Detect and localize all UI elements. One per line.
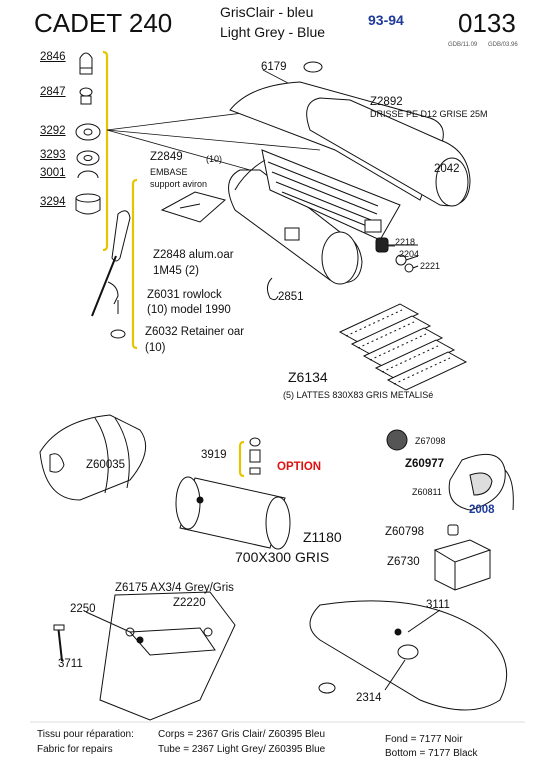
bracket-z6730 (433, 524, 492, 591)
years: 93-94 (368, 12, 404, 28)
part-2221: 2221 (420, 261, 441, 271)
part-2847: 2847 (40, 86, 66, 98)
transom-z6175 (53, 591, 236, 721)
oar-z2848 (91, 210, 131, 317)
part-z2849-en: support aviron (150, 179, 208, 189)
note-right: GDB/03.96 (488, 42, 518, 48)
part-2204: 2204 (399, 249, 420, 259)
valve-lower (318, 682, 336, 694)
part-2042: 2042 (434, 163, 460, 175)
rowlock-z6031 (107, 281, 119, 314)
part-z6031: Z6031 rowlock (147, 289, 222, 301)
part-z2849-fr: EMBASE (150, 167, 188, 177)
grouping-brackets (102, 50, 245, 478)
cylinder-z1180 (175, 476, 291, 550)
part-z2848-desc: 1M45 (2) (153, 265, 200, 277)
embase-z2849 (160, 191, 227, 223)
hull (228, 81, 471, 285)
part-z6032-qty: (10) (145, 342, 166, 354)
slats-z6134 (338, 303, 468, 391)
part-z1180-desc: 700X300 GRIS (235, 549, 330, 565)
part-3111: 3111 (426, 599, 450, 611)
part-z67098: Z67098 (415, 436, 446, 446)
part-z60977: Z60977 (405, 458, 445, 470)
valve-6179 (303, 61, 323, 73)
part-3292: 3292 (40, 125, 66, 137)
valve-3919 (249, 437, 261, 475)
repair-label-en: Fabric for repairs (37, 744, 113, 755)
repair-label-fr: Tissu pour réparation: (37, 729, 134, 740)
accessory-z60977 (386, 429, 514, 511)
repair-bottom: Bottom = 7177 Black (385, 748, 478, 759)
part-2314: 2314 (356, 692, 382, 704)
colour-fr: GrisClair - bleu (220, 4, 314, 20)
part-3711: 3711 (58, 658, 83, 670)
tube-3111 (309, 600, 508, 711)
part-3293: 3293 (40, 149, 66, 161)
model-title: CADET 240 (34, 8, 173, 38)
repair-fond: Fond = 7177 Noir (385, 734, 463, 745)
part-z60035: Z60035 (86, 459, 126, 471)
part-z2848: Z2848 alum.oar (153, 249, 234, 261)
part-z6730: Z6730 (387, 556, 420, 568)
reference-number: 0133 (458, 8, 516, 38)
colour-en: Light Grey - Blue (220, 24, 326, 40)
part-3294: 3294 (40, 196, 66, 208)
part-z6134-desc: (5) LATTES 830X83 GRIS METALISé (283, 390, 434, 400)
valve-parts (375, 237, 419, 273)
option-label: OPTION (277, 461, 322, 473)
part-z60811: Z60811 (412, 487, 442, 497)
part-z2892: Z2892 (370, 96, 403, 108)
part-z6134: Z6134 (288, 369, 328, 385)
bag-z60035 (39, 414, 147, 501)
part-z60798: Z60798 (385, 526, 425, 538)
part-2218: 2218 (395, 237, 416, 247)
clip-2851 (266, 277, 279, 301)
part-3001: 3001 (40, 167, 66, 179)
year-2008: 2008 (469, 504, 495, 516)
part-3919: 3919 (201, 449, 227, 461)
part-z2849-qty: (10) (206, 154, 223, 164)
hardware-stack (75, 52, 101, 215)
part-6179: 6179 (261, 61, 287, 73)
part-z1180: Z1180 (303, 529, 342, 545)
part-z6032: Z6032 Retainer oar (145, 326, 245, 338)
part-z6175: Z6175 AX3/4 Grey/Gris (115, 582, 234, 594)
note-left: GDB/11.09 (448, 42, 478, 48)
part-2851: 2851 (278, 291, 304, 303)
retainer-z6032 (110, 329, 126, 339)
part-z2849: Z2849 (150, 151, 183, 163)
repair-corps: Corps = 2367 Gris Clair/ Z60395 Bleu (158, 729, 326, 740)
part-z2892-desc: DRISSE PE D12 GRISE 25M (370, 109, 488, 119)
part-2846: 2846 (40, 51, 66, 63)
part-2250: 2250 (70, 603, 96, 615)
part-z6031-desc: (10) model 1990 (147, 304, 231, 316)
repair-tube: Tube = 2367 Light Grey/ Z60395 Blue (158, 744, 326, 755)
part-z2220: Z2220 (173, 597, 206, 609)
